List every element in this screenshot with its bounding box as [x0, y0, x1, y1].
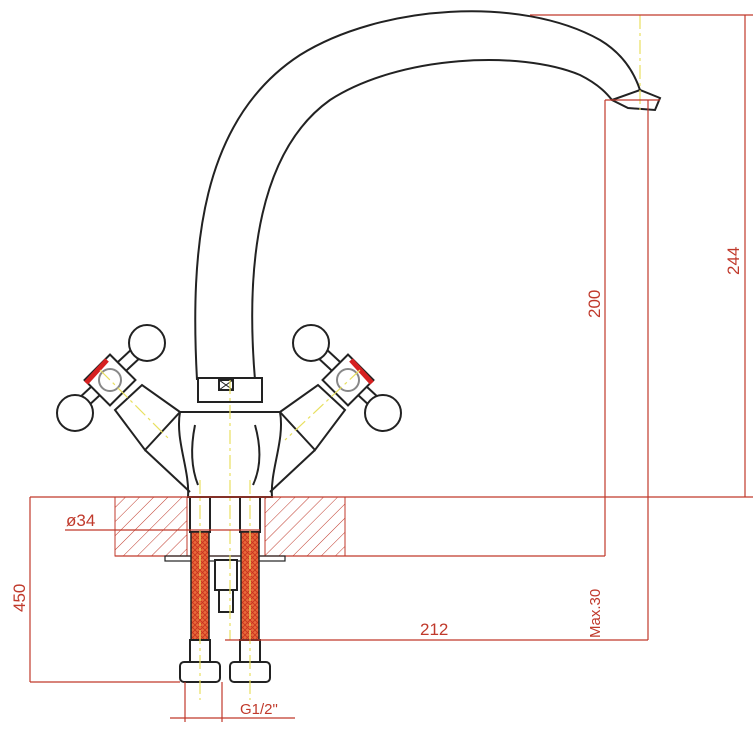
dimension-lines	[29, 14, 753, 722]
mounting-stud	[214, 559, 238, 591]
supply-hoses	[179, 496, 271, 683]
dimension-hose-length: 450	[10, 584, 29, 612]
right-handle	[292, 324, 402, 432]
dimension-total-height: 244	[724, 247, 743, 275]
countertop-section	[114, 496, 346, 562]
dimension-max-counter-thickness: Max.30	[587, 589, 604, 638]
cold-marker-icon	[349, 358, 374, 385]
spout	[194, 10, 662, 403]
dimension-spout-height: 200	[585, 290, 604, 318]
dimension-thread: G1/2"	[240, 701, 278, 718]
dimension-spout-reach: 212	[420, 620, 448, 639]
dimension-hole-diameter: ø34	[66, 511, 95, 530]
centerlines	[99, 15, 641, 700]
hot-marker-icon	[84, 358, 109, 385]
